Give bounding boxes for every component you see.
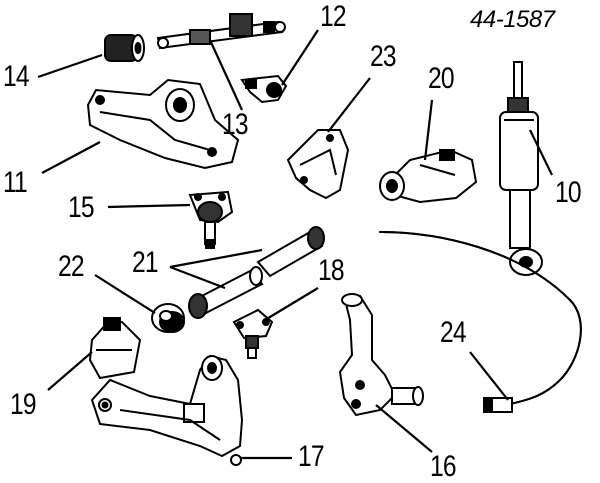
label-13: 13 bbox=[222, 108, 249, 141]
part-20-housing bbox=[379, 148, 478, 204]
leader-18 bbox=[264, 287, 319, 321]
label-10: 10 bbox=[555, 176, 582, 209]
leader-11 bbox=[41, 141, 101, 174]
part-14-bushing bbox=[104, 34, 145, 62]
label-23: 23 bbox=[370, 40, 397, 73]
part-10-shock bbox=[499, 61, 543, 276]
label-12: 12 bbox=[320, 0, 347, 33]
leader-22 bbox=[94, 274, 156, 314]
label-14: 14 bbox=[3, 60, 30, 93]
part-21-shafts bbox=[188, 226, 325, 319]
part-15-ball-joint bbox=[188, 190, 234, 249]
part-12-13-shaft bbox=[156, 13, 286, 50]
part-17-lower-arm bbox=[90, 354, 244, 466]
label-24: 24 bbox=[440, 316, 467, 349]
leader-23 bbox=[327, 77, 371, 133]
part-24-stabilizer-bar bbox=[379, 231, 582, 413]
label-20: 20 bbox=[428, 62, 455, 95]
diagram-code: 44-1587 bbox=[470, 6, 555, 33]
part-23-bracket bbox=[286, 129, 350, 200]
part-12-bolt bbox=[240, 74, 288, 104]
part-18-ball-joint bbox=[232, 308, 274, 359]
leader-10 bbox=[529, 129, 553, 176]
label-11: 11 bbox=[3, 166, 28, 199]
leader-14 bbox=[37, 53, 103, 79]
label-17: 17 bbox=[298, 440, 325, 473]
label-22: 22 bbox=[58, 250, 85, 283]
label-15: 15 bbox=[68, 191, 95, 224]
part-11-upper-arm bbox=[86, 78, 240, 170]
label-18: 18 bbox=[318, 254, 345, 287]
label-21: 21 bbox=[132, 246, 159, 279]
part-16-knuckle bbox=[338, 293, 424, 417]
leader-15 bbox=[107, 203, 191, 209]
leader-19 bbox=[47, 351, 93, 391]
leader-16 bbox=[375, 404, 433, 453]
label-19: 19 bbox=[10, 388, 37, 421]
leader-20 bbox=[423, 99, 434, 161]
part-22-cap bbox=[151, 303, 185, 333]
part-19-mount bbox=[88, 317, 142, 380]
leader-13 bbox=[208, 39, 244, 111]
label-16: 16 bbox=[430, 450, 457, 483]
leader-21b bbox=[169, 265, 226, 290]
leader-21a bbox=[169, 248, 263, 269]
leader-24 bbox=[469, 351, 509, 401]
leader-12 bbox=[281, 29, 319, 86]
